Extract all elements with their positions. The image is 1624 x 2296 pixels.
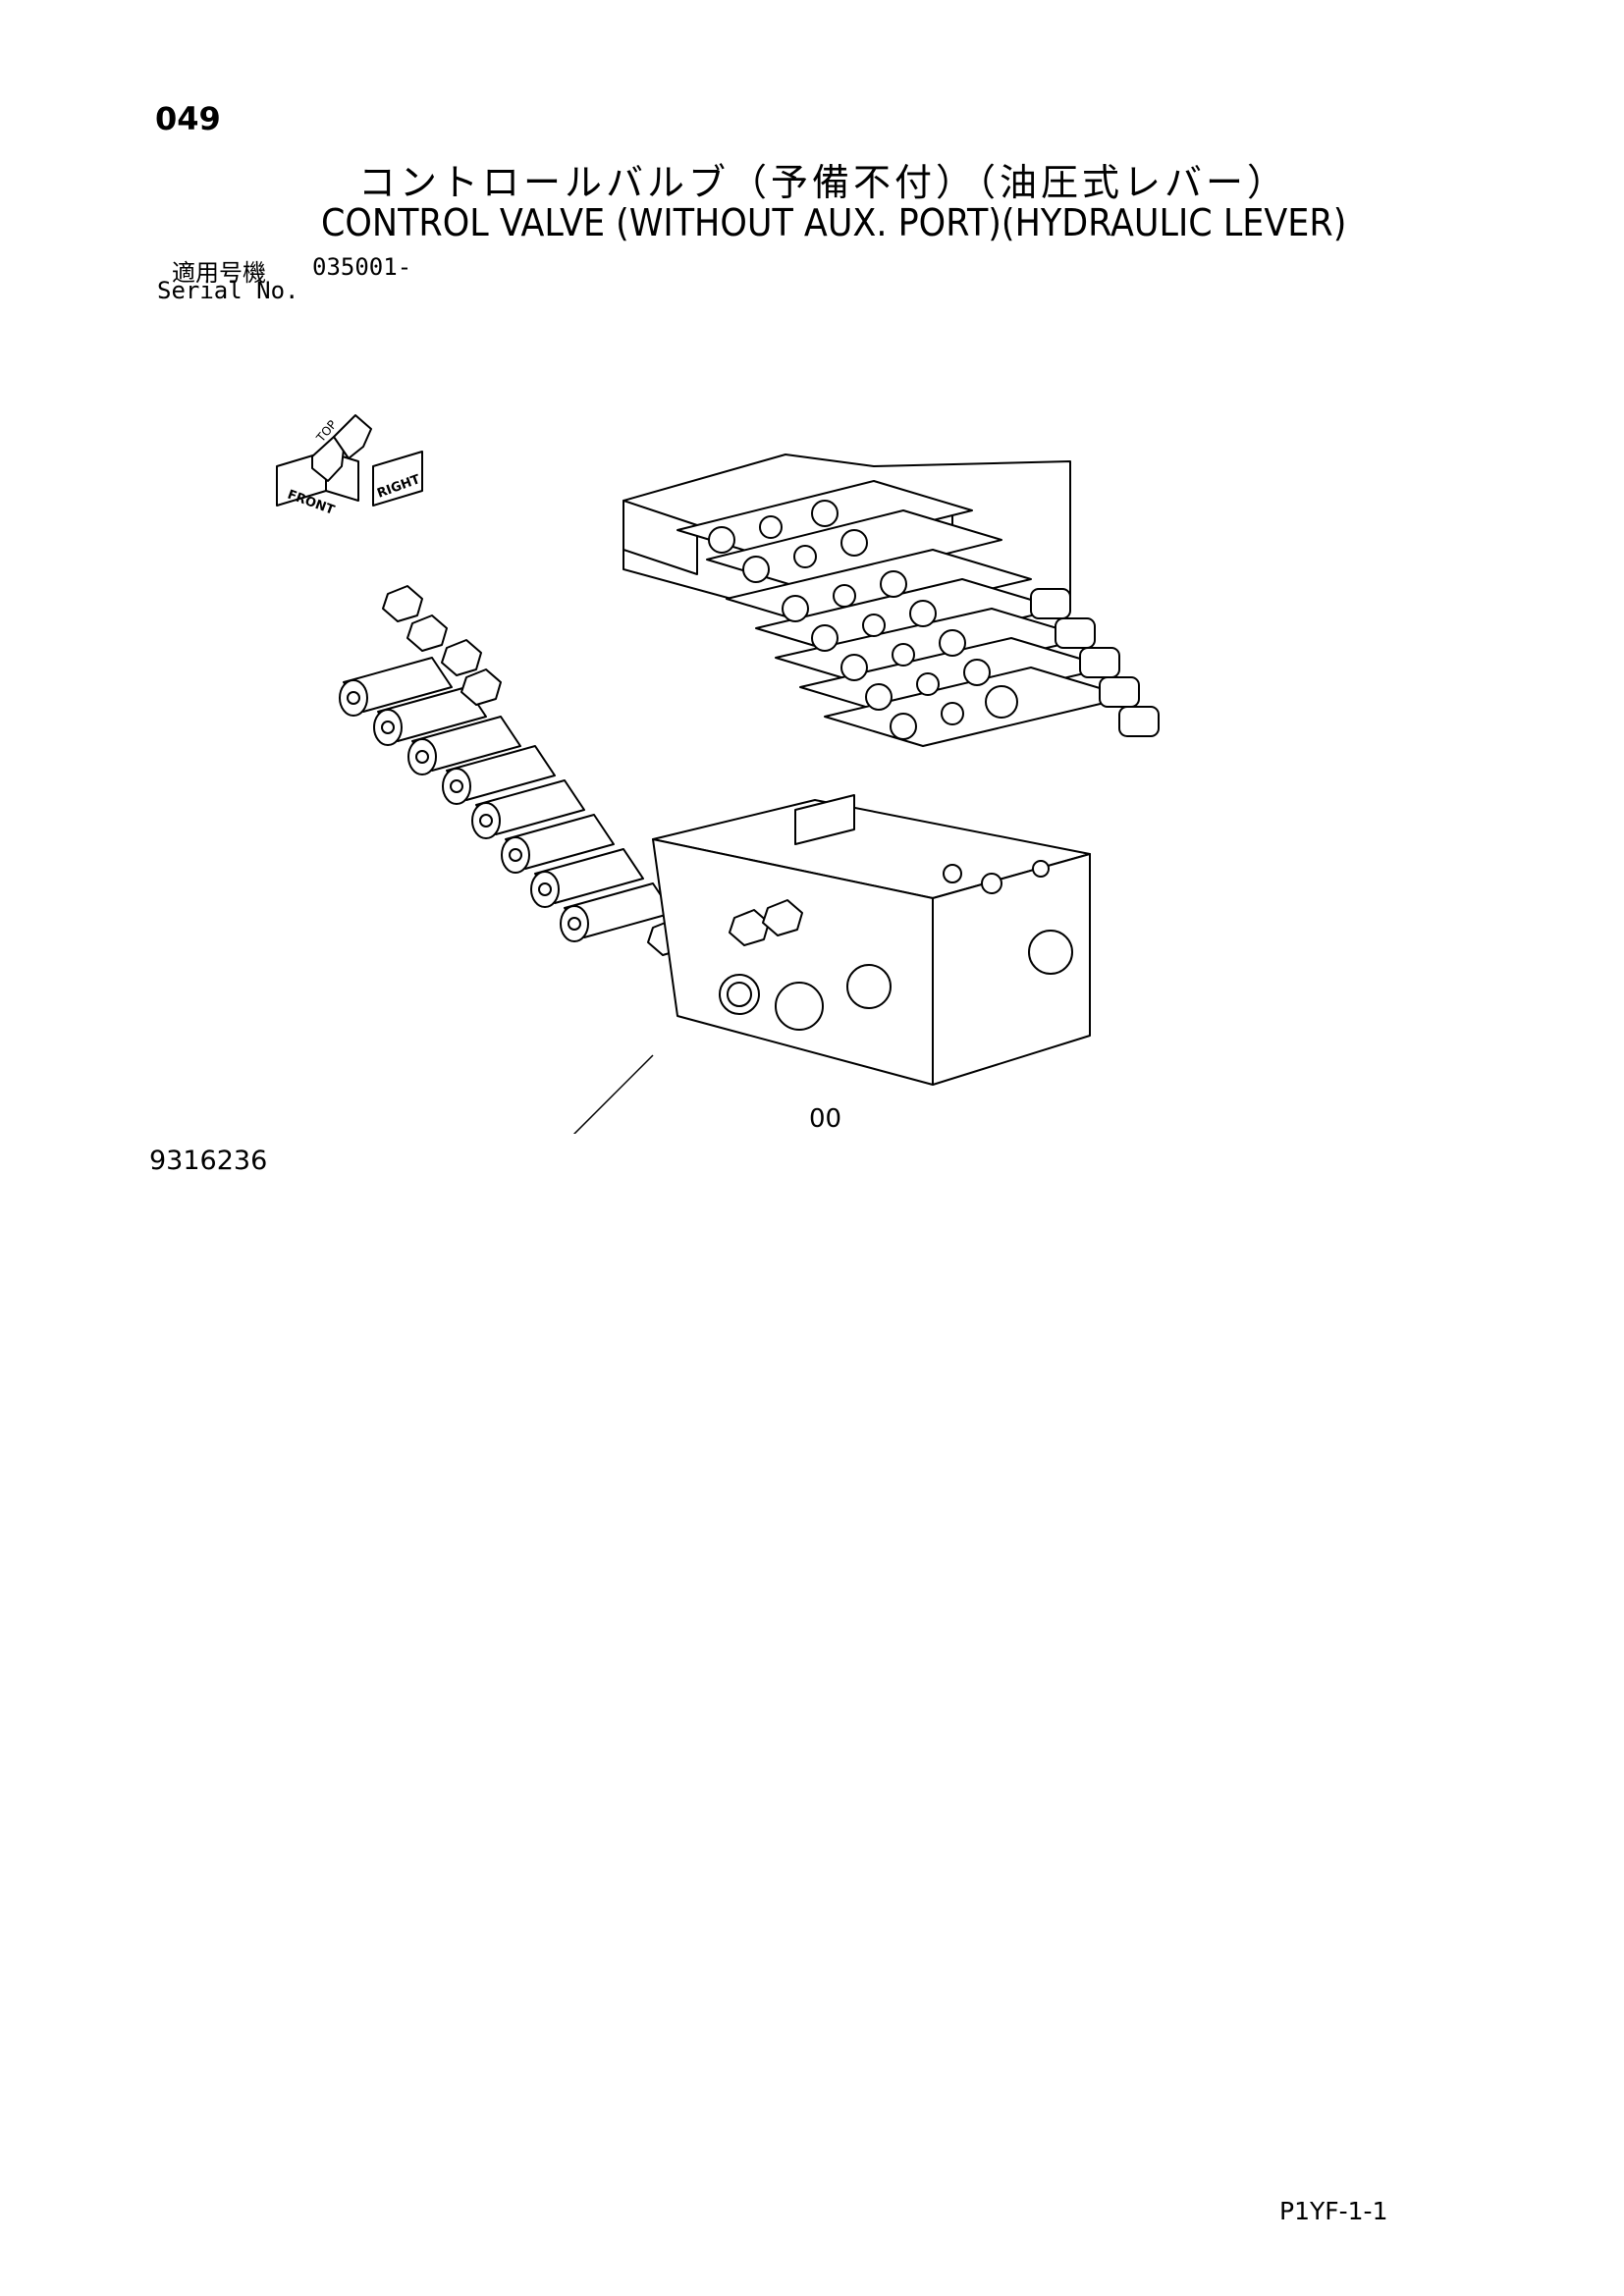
callout-label: 00 (809, 1104, 842, 1134)
callout-leader-line (572, 1054, 654, 1134)
right-side-caps (1030, 588, 1160, 737)
spool-end-caps (339, 657, 674, 942)
drawing-number: 9316236 (149, 1146, 268, 1176)
page-number: 049 (155, 100, 221, 137)
serial-label-japanese: 適用号機 (172, 259, 266, 287)
serial-label-english: Serial No. (157, 277, 299, 304)
orientation-compass-icon: TOP FRONT RIGHT (276, 414, 423, 518)
valve-sections (677, 480, 1130, 747)
page-title-japanese: コントロールバルブ（予備不付）（油圧式レバー） (358, 161, 1289, 204)
page-title-english: CONTROL VALVE (WITHOUT AUX. PORT)(HYDRAU… (321, 201, 1347, 244)
inlet-block (652, 794, 1091, 1086)
page-code: P1YF-1-1 (1279, 2197, 1388, 2225)
control-valve-drawing: TOP FRONT RIGHT (276, 414, 1160, 1134)
serial-number-value: 035001- (312, 253, 412, 281)
